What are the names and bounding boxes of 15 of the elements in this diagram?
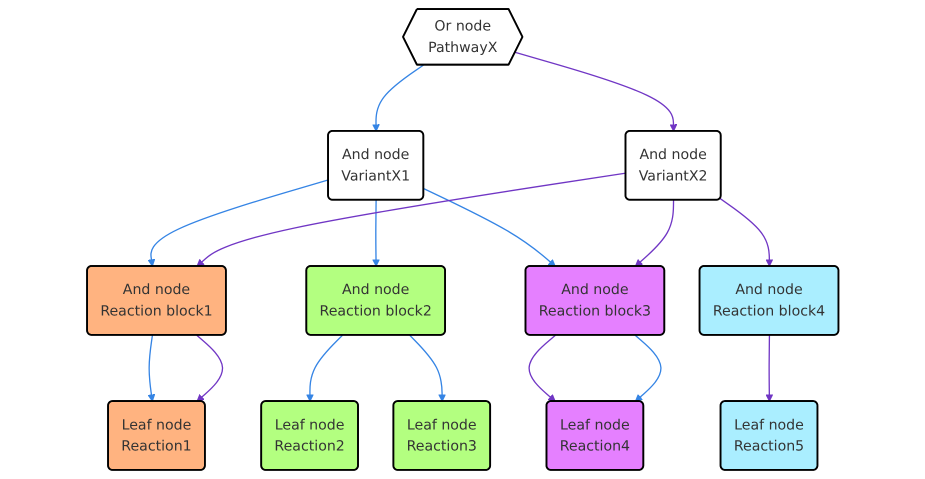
arrow [634,334,662,402]
arrow [196,334,223,402]
arrow [720,198,773,267]
arrow [634,200,674,267]
arrow [306,334,343,402]
arrow [765,335,773,402]
arrow [372,200,380,267]
arrow [528,334,556,402]
arrow [423,188,556,267]
arrow [372,64,424,132]
arrow [147,335,156,402]
arrow [409,334,446,402]
arrow [196,172,626,267]
arrow [514,52,678,132]
arrow [147,179,328,267]
